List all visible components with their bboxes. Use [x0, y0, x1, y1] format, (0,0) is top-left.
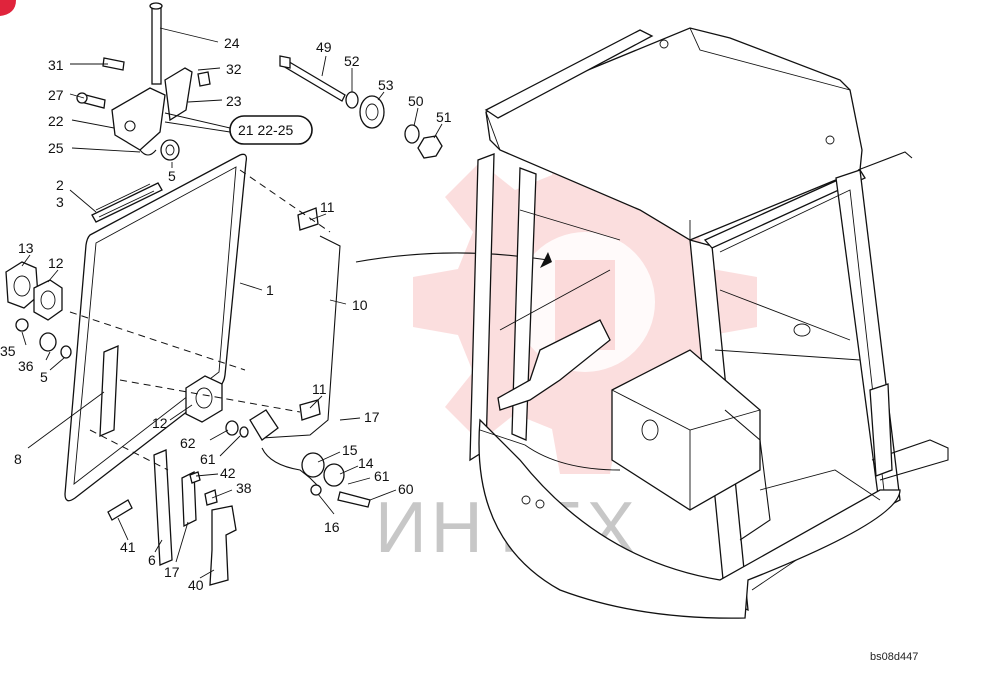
callout-32: 32: [226, 61, 242, 77]
callout-24: 24: [224, 35, 240, 51]
callout-52: 52: [344, 53, 360, 69]
door-exploded-view: [5, 2, 371, 586]
bolt-set: [279, 55, 443, 159]
callout-14: 14: [358, 455, 374, 471]
cab-assembly: [469, 27, 949, 619]
callout-42: 42: [220, 465, 236, 481]
callout-25: 25: [48, 140, 64, 156]
callout-6: 6: [148, 552, 156, 568]
callout-31: 31: [48, 57, 64, 73]
door-glass-panel: [64, 153, 248, 502]
callout-12-top: 12: [48, 255, 64, 271]
callout-21-group: 21 22-25: [238, 122, 293, 138]
callout-61-right: 61: [374, 468, 390, 484]
callout-13: 13: [18, 240, 34, 256]
callout-27: 27: [48, 87, 64, 103]
callout-15: 15: [342, 442, 358, 458]
callout-10: 10: [352, 297, 368, 313]
callout-61-left: 61: [200, 451, 216, 467]
callout-62: 62: [180, 435, 196, 451]
callout-16: 16: [324, 519, 340, 535]
callout-51: 51: [436, 109, 452, 125]
callout-labels: 24 31 32 27 23 22 21 22-25 25 5 2 3 13 1…: [0, 35, 452, 593]
callout-12-bottom: 12: [152, 415, 168, 431]
callout-2: 2: [56, 177, 64, 193]
callout-11-bottom: 11: [312, 381, 327, 397]
callout-17-bottom: 17: [164, 564, 180, 580]
callout-35: 35: [0, 343, 16, 359]
callout-5-top: 5: [168, 168, 176, 184]
callout-5-left: 5: [40, 369, 48, 385]
callout-22: 22: [48, 113, 64, 129]
callout-23: 23: [226, 93, 242, 109]
corner-marker: [0, 0, 16, 16]
pointer-arrow-head: [540, 252, 552, 268]
callout-40: 40: [188, 577, 204, 593]
callout-41: 41: [120, 539, 136, 555]
callout-50: 50: [408, 93, 424, 109]
callout-60: 60: [398, 481, 414, 497]
callout-36: 36: [18, 358, 34, 374]
callout-53: 53: [378, 77, 394, 93]
callout-38: 38: [236, 480, 252, 496]
callout-11-top: 11: [320, 199, 335, 215]
callout-17-right: 17: [364, 409, 380, 425]
callout-1: 1: [266, 282, 274, 298]
callout-8: 8: [14, 451, 22, 467]
drawing-code: bs08d447: [870, 651, 918, 663]
leader-lines: [21, 27, 443, 579]
callout-3: 3: [56, 194, 64, 210]
callout-49: 49: [316, 39, 332, 55]
group-callout-box: [229, 115, 313, 145]
